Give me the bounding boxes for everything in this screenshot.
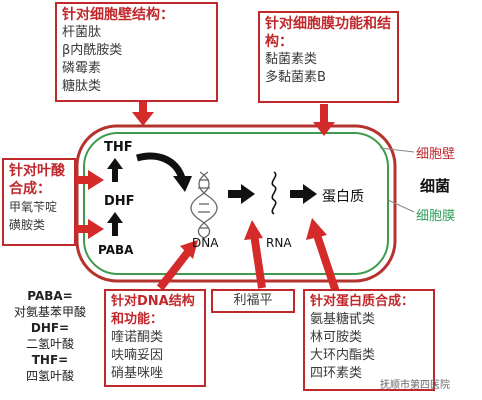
legend-bacterium: 细菌 (420, 177, 451, 195)
drug-item: 杆菌肽 (62, 25, 102, 40)
dna-label: DNA (192, 236, 219, 250)
dna-box-title: 针对DNA结构和功能： (111, 294, 195, 327)
watermark-text: 抚顺市第四医院 (380, 380, 450, 391)
membrane-box-title: 针对细胞膜功能和结构： (265, 16, 391, 50)
drug-item: 甲氧苄啶 (9, 200, 58, 214)
drug-item: 呋喃妥因 (111, 348, 164, 363)
dna-to-rna-arrow (228, 184, 255, 204)
folate-drug-box: 针对叶酸合成： 甲氧苄啶 磺胺类 (2, 158, 76, 246)
drug-item: β内酰胺类 (62, 43, 123, 58)
cell-wall-drug-box: 针对细胞壁结构： 杆菌肽 β内酰胺类 磷霉素 糖肽类 (55, 2, 218, 102)
drug-item: 磷霉素 (62, 61, 102, 76)
cell-wall-inhibition-arrow (132, 102, 154, 126)
cell-membrane-outline (83, 132, 389, 275)
wall-legend-line (379, 147, 415, 153)
membrane-inhibition-arrow (313, 104, 335, 136)
thf-definition: 四氢叶酸 (25, 369, 74, 383)
membrane-legend-line (387, 199, 415, 213)
dna-drug-box: 针对DNA结构和功能： 喹诺酮类 呋喃妥因 硝基咪唑 (104, 289, 206, 387)
thf-term: THF= (31, 353, 69, 367)
legend-cell-wall: 细胞壁 (416, 147, 456, 162)
drug-item: 林可胺类 (310, 330, 363, 345)
rifampin-drug-box: 利福平 (211, 289, 295, 313)
dna-inhibition-arrow (156, 240, 198, 291)
rna-to-protein-arrow (290, 184, 317, 204)
cell-wall-box-title: 针对细胞壁结构： (62, 7, 174, 23)
dhf-inhibition-arrow (74, 219, 104, 239)
drug-item: 喹诺酮类 (111, 330, 164, 345)
drug-item: 四环素类 (310, 366, 363, 381)
drug-item: 多黏菌素B (265, 70, 326, 85)
dna-helix-icon (190, 171, 218, 239)
thf-to-dna-curved-arrow (136, 152, 186, 180)
abbreviation-list: PABA= 对氨基苯甲酸 DHF= 二氢叶酸 THF= 四氢叶酸 (2, 288, 98, 384)
paba-term: PABA= (27, 289, 73, 303)
protein-drug-box: 针对蛋白质合成： 氨基糖甙类 林可胺类 大环内酯类 四环素类 (303, 289, 435, 391)
protein-box-title: 针对蛋白质合成： (310, 294, 415, 309)
protein-inhibition-arrow (306, 218, 340, 294)
drug-item: 磺胺类 (9, 218, 46, 232)
rna-strand-icon (271, 171, 277, 215)
drug-item: 硝基咪唑 (111, 366, 164, 381)
rna-label: RNA (266, 236, 292, 250)
rifampin-label: 利福平 (233, 293, 273, 308)
thf-label: THF (104, 140, 133, 155)
paba-to-dhf-arrow (107, 212, 123, 236)
paba-definition: 对氨基苯甲酸 (13, 305, 86, 319)
dhf-definition: 二氢叶酸 (25, 337, 74, 351)
paba-label: PABA (98, 243, 134, 257)
dhf-to-thf-arrow (107, 158, 123, 182)
membrane-drug-box: 针对细胞膜功能和结构： 黏菌素类 多黏菌素B (258, 11, 399, 103)
dhf-term: DHF= (30, 321, 70, 335)
drug-item: 黏菌素类 (265, 52, 318, 67)
protein-label: 蛋白质 (322, 189, 364, 205)
drug-item: 大环内酯类 (310, 348, 376, 363)
drug-item: 氨基糖甙类 (310, 312, 376, 327)
legend-cell-membrane: 细胞膜 (416, 209, 456, 224)
folate-box-title: 针对叶酸合成： (9, 163, 65, 197)
rifampin-inhibition-arrow (244, 220, 266, 289)
dhf-label: DHF (104, 194, 135, 209)
drug-item: 糖肽类 (62, 79, 102, 94)
thf-inhibition-arrow (74, 170, 104, 190)
